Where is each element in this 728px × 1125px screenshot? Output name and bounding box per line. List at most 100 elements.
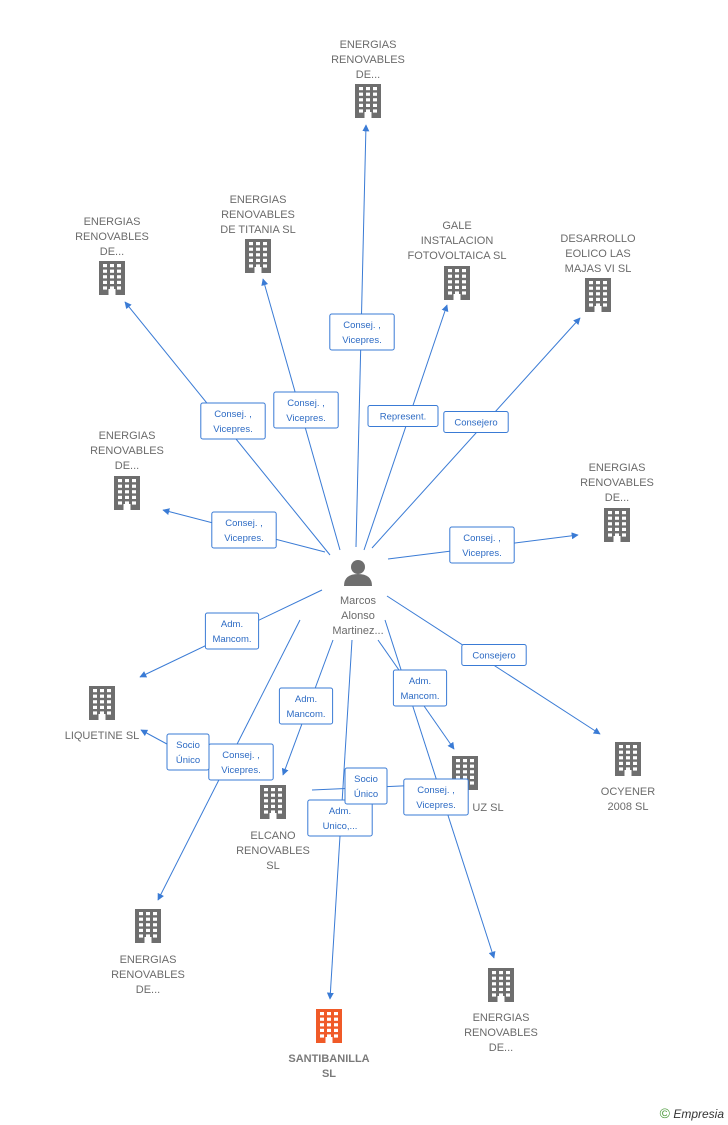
node-label: Martinez... bbox=[332, 625, 383, 637]
edge-label-text: Vicepres. bbox=[342, 335, 381, 346]
node-label: RENOVABLES bbox=[90, 445, 164, 457]
node-label: ENERGIAS bbox=[120, 954, 177, 966]
edge-label-box[interactable] bbox=[204, 612, 260, 650]
node-label: EOLICO LAS bbox=[565, 248, 630, 260]
node-label: DE... bbox=[136, 984, 160, 996]
edge-label-text: Adm. bbox=[409, 676, 431, 687]
brand-label: Empresia bbox=[673, 1107, 724, 1121]
edge-label-box[interactable] bbox=[307, 799, 373, 837]
company-icon[interactable] bbox=[604, 508, 630, 542]
edge-label-box[interactable] bbox=[367, 405, 439, 427]
edge-label-text: Consej. , bbox=[417, 785, 455, 796]
edge-label-text: Vicepres. bbox=[213, 424, 252, 435]
node-label: RENOVABLES bbox=[236, 845, 310, 857]
edge-label-box[interactable] bbox=[449, 526, 515, 564]
node-label: OCYENER bbox=[601, 786, 655, 798]
edge-label-text: Mancom. bbox=[400, 691, 439, 702]
company-icon[interactable] bbox=[615, 742, 641, 776]
edge-label-text: Adm. bbox=[329, 806, 351, 817]
edge-labels-layer: Consej. , Vicepres. Consej. , Vicepres. Cons… bbox=[166, 313, 527, 837]
edge-label-box[interactable] bbox=[403, 778, 469, 816]
node-label: SL bbox=[266, 860, 279, 872]
company-icon[interactable] bbox=[135, 909, 161, 943]
node-label: MAJAS VI SL bbox=[565, 263, 632, 275]
node-label: ENERGIAS bbox=[230, 194, 287, 206]
edge-label-box[interactable] bbox=[273, 391, 339, 429]
node-label: RENOVABLES bbox=[221, 209, 295, 221]
edge-label-text: Consej. , bbox=[287, 398, 325, 409]
edge-label-text: Socio bbox=[176, 740, 200, 751]
company-icon[interactable] bbox=[444, 266, 470, 300]
edge-label-box[interactable] bbox=[278, 687, 334, 725]
node-label: INSTALACION bbox=[421, 235, 494, 247]
edge-label-text: Vicepres. bbox=[286, 413, 325, 424]
node-label: FOTOVOLTAICA SL bbox=[407, 250, 506, 262]
node-label: RENOVABLES bbox=[75, 231, 149, 243]
node-label: DE TITANIA SL bbox=[220, 224, 295, 236]
node-label: ELCANO bbox=[250, 830, 296, 842]
company-icon[interactable] bbox=[114, 476, 140, 510]
node-label: DE... bbox=[356, 69, 380, 81]
node-label: RENOVABLES bbox=[331, 54, 405, 66]
edge-label-box[interactable] bbox=[211, 511, 277, 549]
node-label: ENERGIAS bbox=[340, 39, 397, 51]
edge-label-box[interactable] bbox=[344, 767, 388, 805]
edge-label-text: Vicepres. bbox=[416, 800, 455, 811]
node-label: Alonso bbox=[341, 610, 375, 622]
company-icon[interactable] bbox=[488, 968, 514, 1002]
edge-label-text: Mancom. bbox=[286, 709, 325, 720]
edge-label-text: Consej. , bbox=[225, 518, 263, 529]
node-label: SANTIBANILLA bbox=[288, 1053, 369, 1065]
edge-label-box[interactable] bbox=[392, 669, 448, 707]
edge-label-text: Socio bbox=[354, 774, 378, 785]
edge-label-text: Consej. , bbox=[343, 320, 381, 331]
node-label: RENOVABLES bbox=[111, 969, 185, 981]
company-icon[interactable] bbox=[89, 686, 115, 720]
edge-label-text: Único bbox=[176, 755, 200, 766]
node-label: ENERGIAS bbox=[99, 430, 156, 442]
edge-label-text: Unico,... bbox=[323, 821, 358, 832]
edge-label-text: Vicepres. bbox=[221, 765, 260, 776]
node-label: DE... bbox=[489, 1042, 513, 1054]
node-label: 2008 SL bbox=[608, 801, 649, 813]
footer-brand: © Empresia bbox=[660, 1105, 724, 1121]
edge-label-text: Consejero bbox=[454, 418, 497, 429]
edge-label-text: Consejero bbox=[472, 651, 515, 662]
copyright-icon: © bbox=[659, 1105, 670, 1121]
node-label: ENERGIAS bbox=[84, 216, 141, 228]
node-label: Marcos bbox=[340, 595, 377, 607]
company-icon[interactable] bbox=[585, 278, 611, 312]
edge-label-box[interactable] bbox=[200, 402, 266, 440]
company-icon[interactable] bbox=[355, 84, 381, 118]
edge-label-text: Consej. , bbox=[214, 409, 252, 420]
edge-label-box[interactable] bbox=[329, 313, 395, 351]
company-icon[interactable] bbox=[260, 785, 286, 819]
edge-label-text: Vicepres. bbox=[224, 533, 263, 544]
company-icon[interactable] bbox=[245, 239, 271, 273]
person-icon[interactable] bbox=[344, 560, 372, 586]
node-label: ENERGIAS bbox=[473, 1012, 530, 1024]
node-label: DE... bbox=[100, 246, 124, 258]
edge-label-box[interactable] bbox=[166, 733, 210, 771]
edge-label-text: Consej. , bbox=[222, 750, 260, 761]
node-label: LIQUETINE SL bbox=[65, 730, 140, 742]
edge-line-n4 bbox=[363, 304, 449, 551]
edge-label-box[interactable] bbox=[461, 644, 527, 666]
edge-label-text: Adm. bbox=[295, 694, 317, 705]
highlighted-company-icon[interactable] bbox=[316, 1009, 342, 1043]
edge-label-text: Vicepres. bbox=[462, 548, 501, 559]
node-label: DE... bbox=[115, 460, 139, 472]
node-label: ENERGIAS bbox=[589, 462, 646, 474]
node-label: RENOVABLES bbox=[464, 1027, 538, 1039]
node-label: UZ SL bbox=[472, 802, 503, 814]
edge-label-text: Mancom. bbox=[212, 634, 251, 645]
node-label: SL bbox=[322, 1068, 336, 1080]
company-icon[interactable] bbox=[99, 261, 125, 295]
edge-label-box[interactable] bbox=[443, 411, 509, 433]
edge-label-text: Único bbox=[354, 789, 378, 800]
node-label: DE... bbox=[605, 492, 629, 504]
edge-label-text: Adm. bbox=[221, 619, 243, 630]
edge-label-text: Consej. , bbox=[463, 533, 501, 544]
